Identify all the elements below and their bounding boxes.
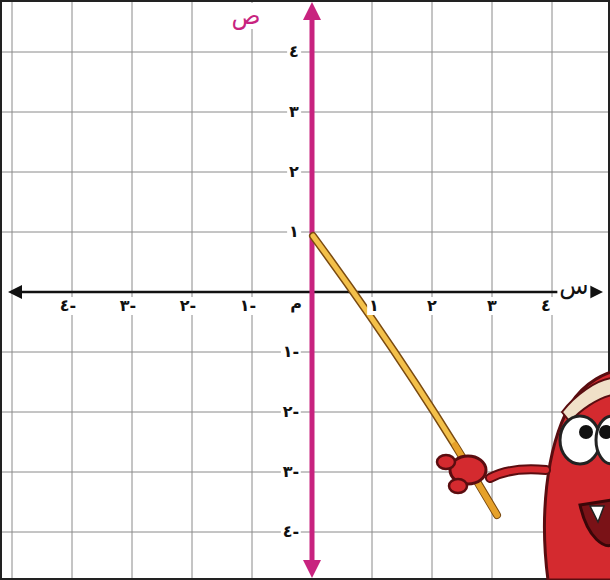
axis-number: ٢ [425,297,439,315]
grid-line [72,0,73,580]
axis-name: ص [229,3,262,29]
grid-line [0,112,610,113]
axis-number: ٤- [58,297,78,315]
axis-number: ١- [238,297,258,315]
axis-number: ١ [367,297,381,315]
pointer-stick [313,236,497,515]
grid-line [192,0,193,580]
axis-number: ٣- [118,297,138,315]
grid-line [372,0,373,580]
cartoon-character [490,372,610,580]
axis-number: ٣ [485,297,499,315]
x-axis [18,291,592,294]
grid-line [432,0,433,580]
axis-number: ٢- [178,297,198,315]
axis-number: ١ [287,223,301,241]
axis-number: ٣- [281,463,301,481]
grid-line [252,0,253,580]
character-hand [437,455,486,493]
y-axis [310,14,315,566]
grid-line [492,0,493,580]
grid-line [0,352,610,353]
grid-line [0,172,610,173]
axis-number: ٢- [281,403,301,421]
grid-line [0,532,610,533]
axis-number: ٤ [287,43,301,61]
grid-line [132,0,133,580]
arrow-head [303,2,321,20]
arrow-head [589,285,603,299]
axis-number: ٤ [539,297,553,315]
arrow-head [303,560,321,578]
axis-number: ١- [281,343,301,361]
grid-line [0,232,610,233]
axis-name: س [557,273,590,299]
axis-number: ٢ [287,163,301,181]
axis-number: م [288,295,304,313]
grid-line [0,412,610,413]
axis-number: ٣ [287,103,301,121]
axis-number: ٤- [281,523,301,541]
arrow-head [8,285,22,299]
grid-line [0,52,610,53]
